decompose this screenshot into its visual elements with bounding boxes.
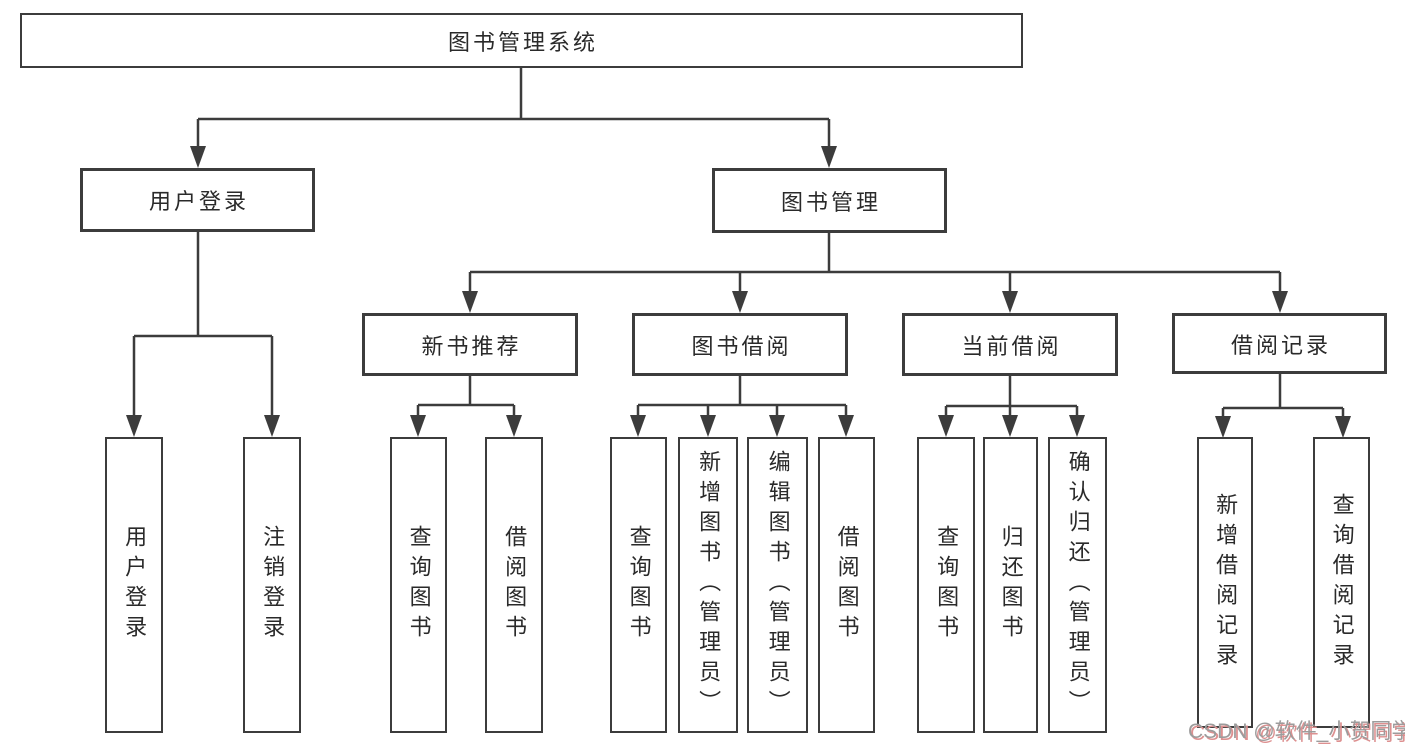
leaf-borrow-book-borrow: 借阅图书 (818, 437, 875, 733)
node-user-login-label: 用户登录 (148, 189, 249, 214)
leaf-query-book-borrow: 查询图书 (610, 437, 667, 733)
node-current-borrow: 当前借阅 (902, 313, 1118, 376)
leaf-borrow-book-recommend-label: 借阅图书 (502, 525, 528, 645)
node-new-book-recommend-label: 新书推荐 (421, 333, 522, 359)
node-book-borrow: 图书借阅 (632, 313, 848, 376)
leaf-logout: 注销登录 (243, 437, 301, 733)
node-root-label: 图书管理系统 (447, 29, 598, 55)
csdn-watermark: CSDN @软件_小贺同学 (1188, 720, 1405, 743)
leaf-edit-book-admin-label: 编辑图书（管理员） (765, 450, 791, 720)
leaf-return-book: 归还图书 (983, 437, 1038, 733)
node-borrow-records: 借阅记录 (1172, 313, 1387, 374)
leaf-add-borrow-record: 新增借阅记录 (1197, 437, 1253, 728)
node-user-login: 用户登录 (80, 168, 315, 232)
leaf-query-borrow-record-label: 查询借阅记录 (1329, 492, 1355, 673)
leaf-query-book-borrow-label: 查询图书 (626, 525, 652, 645)
leaf-borrow-book-recommend: 借阅图书 (485, 437, 543, 733)
leaf-borrow-book-borrow-label: 借阅图书 (834, 525, 860, 645)
node-book-management: 图书管理 (712, 168, 947, 233)
leaf-query-book-recommend: 查询图书 (390, 437, 447, 733)
node-root: 图书管理系统 (20, 13, 1023, 68)
node-new-book-recommend: 新书推荐 (362, 313, 578, 376)
node-borrow-records-label: 借阅记录 (1230, 332, 1331, 358)
leaf-add-borrow-record-label: 新增借阅记录 (1213, 492, 1239, 673)
leaf-query-book-current-label: 查询图书 (934, 525, 960, 645)
node-book-management-label: 图书管理 (780, 189, 881, 215)
leaf-confirm-return-admin: 确认归还（管理员） (1048, 437, 1107, 733)
leaf-query-book-current: 查询图书 (917, 437, 975, 733)
leaf-query-book-recommend-label: 查询图书 (406, 525, 432, 645)
leaf-confirm-return-admin-label: 确认归还（管理员） (1065, 450, 1091, 720)
leaf-edit-book-admin: 编辑图书（管理员） (747, 437, 808, 733)
node-current-borrow-label: 当前借阅 (961, 333, 1062, 359)
leaf-user-login: 用户登录 (105, 437, 163, 733)
leaf-user-login-label: 用户登录 (122, 525, 148, 645)
node-book-borrow-label: 图书借阅 (691, 333, 792, 359)
leaf-query-borrow-record: 查询借阅记录 (1313, 437, 1370, 728)
leaf-add-book-admin-label: 新增图书（管理员） (696, 450, 722, 720)
leaf-add-book-admin: 新增图书（管理员） (678, 437, 738, 733)
leaf-logout-label: 注销登录 (260, 525, 286, 645)
leaf-return-book-label: 归还图书 (998, 525, 1024, 645)
